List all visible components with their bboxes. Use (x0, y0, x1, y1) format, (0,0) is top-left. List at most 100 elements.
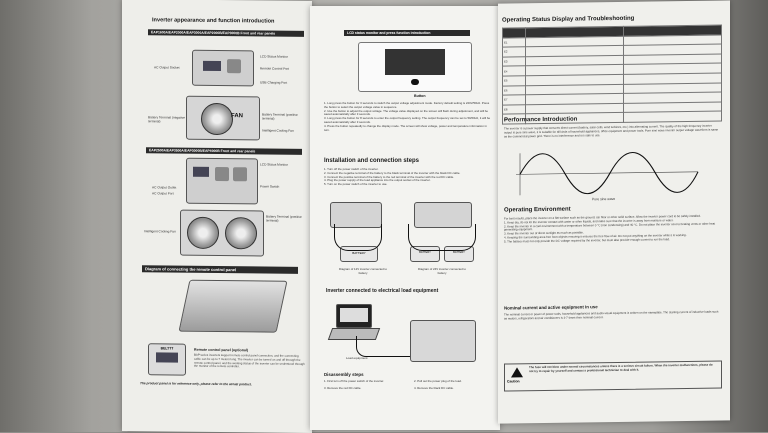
perf-title: Performance Introduction (504, 116, 578, 124)
inverter-load-image (410, 320, 476, 362)
lcd-screen-2 (193, 166, 209, 177)
diagram-24v-caption: Diagram of 24V inverter connected to bat… (418, 267, 466, 275)
inverter-front-image (192, 49, 254, 87)
step-3: 3. Long press the button for 8 seconds t… (324, 116, 491, 124)
code-cell: E3 (502, 56, 526, 67)
ac-socket-3 (233, 167, 247, 182)
install-step-3: 3. Connect the positive terminal of the … (324, 174, 454, 179)
caution-icon (511, 367, 523, 378)
inverter-rear-image: FAN (186, 95, 260, 141)
disassembly-1: 1. First turn off the power switch of th… (324, 379, 385, 383)
label-battery-pos: Battery Terminal (positive terminal) (262, 112, 298, 121)
ac-socket-2 (215, 166, 229, 182)
load-title-3: Nominal current and active equipment in … (504, 304, 598, 311)
label-lcd-2: LCD Status Monitor (260, 162, 288, 167)
caution-label: Caution (507, 379, 520, 384)
panel2-title: LCD status monitor and press function in… (344, 30, 470, 36)
remote-brand: BELTTT (160, 346, 174, 351)
install-step-2: 2. Connect the negative terminal of the … (324, 170, 461, 175)
load-cable (356, 336, 411, 357)
panel1-title: Inverter appearance and function introdu… (152, 17, 275, 25)
inverter-12v-image (330, 202, 382, 228)
panel1-band-remote: Diagram of connecting the remote control… (142, 265, 298, 274)
cable-24v (408, 224, 476, 251)
label-power-switch: Power Switch (260, 184, 280, 189)
code-cell: E7 (502, 94, 526, 105)
label-cooling-fan: Intelligent Cooling Fan (262, 128, 294, 133)
step-2: 2. Use the button to adjust the output v… (324, 108, 489, 117)
panel1-band-middle: EAP2500A/EAP3500A/EAP3000B/EAP4000B Fron… (146, 147, 302, 155)
code-cell: E8 (502, 104, 526, 115)
code-cell: E2 (502, 46, 526, 57)
install-step-4: 4. Plug the power supply of the load app… (324, 178, 431, 183)
code-cell: E5 (502, 75, 526, 86)
manual-panel-middle: LCD status monitor and press function in… (310, 6, 500, 430)
wave-label: Pure sine wave (592, 196, 616, 202)
label-lcd: LCD Status Monitor (260, 54, 288, 59)
fan-icon (201, 102, 233, 136)
inverter-front-image-2 (186, 157, 258, 205)
battery-label-a: BATTERY (419, 251, 431, 254)
env-item: 5. The battery must not only provide the… (504, 237, 670, 244)
button-indicator (411, 79, 419, 85)
env-list: For best results, place the inverter on … (504, 214, 720, 245)
install-title: Installation and connection steps (324, 158, 420, 164)
status-table: E1 E2 E3 E4 E5 E6 E7 E8 E9 (502, 24, 722, 124)
inverter-24v-image (414, 202, 472, 228)
disassembly-title: Disassembly steps (324, 372, 364, 377)
label-ac-output: AC Output Socket (154, 65, 180, 70)
manual-panel-left: Inverter appearance and function introdu… (122, 0, 312, 433)
laptop-image (336, 304, 372, 328)
disassembly-3: 3. Remove the red DC cable. (324, 386, 362, 390)
diagram-12v-caption: Diagram of 12V inverter connected to bat… (339, 267, 387, 275)
cable-12v (334, 224, 382, 251)
panel3-title: Operating Status Display and Troubleshoo… (502, 15, 635, 24)
panel1-band-top: EAP1600A/EAP2000A/EAP3000A/EAP2000B/EAP3… (148, 29, 304, 37)
battery-label-b: BATTERY (453, 251, 465, 254)
lcd-display (385, 49, 445, 75)
load-text-3: The nominal current or power of power to… (504, 309, 719, 321)
install-steps: 1. Turn off the power switch of the inve… (324, 167, 492, 187)
step-4: 4. Press the button repeatedly to change… (324, 123, 487, 132)
label-battery-pos-2: Battery Terminal (positive terminal) (266, 214, 302, 223)
env-title: Operating Environment (504, 206, 571, 214)
battery-label: BATTERY (352, 251, 366, 255)
fan-icon-left (187, 216, 219, 250)
label-ac-outlet: AC Output Outlet (152, 185, 177, 190)
panel2-steps: 1. Long press the button for 3 seconds t… (324, 101, 492, 132)
panel1-footnote: The product panel is for reference only,… (140, 381, 252, 387)
disassembly-2: 2. Pull out the power plug of the load. (414, 379, 462, 383)
load-title: Inverter connected to electrical load eq… (326, 288, 439, 294)
code-cell: E1 (502, 37, 526, 48)
caution-text: The fuse will not blow under normal circ… (529, 362, 713, 373)
remote-heading: Remote control panel (optional) (194, 347, 249, 353)
label-battery-neg: Battery Terminal (negative terminal) (148, 115, 185, 124)
code-cell: E6 (502, 85, 526, 96)
install-step-5: 5. Turn on the power switch of the inver… (324, 182, 388, 187)
remote-text: BAP series inverters support remote cont… (194, 352, 305, 369)
inverter-side-image (178, 279, 288, 333)
sine-wave-diagram (516, 152, 699, 196)
fan-label: FAN (231, 113, 243, 120)
fan-icon-right (225, 217, 257, 250)
install-step-1: 1. Turn off the power switch of the inve… (324, 167, 379, 171)
disassembly-4: 4. Remove the black DC cable. (414, 386, 454, 390)
remote-control-image: BELTTT (148, 343, 186, 376)
label-cooling-fan-2: Intelligent Cooling Fan (144, 229, 176, 234)
step-1: 1. Long press the button for 3 seconds t… (324, 101, 490, 109)
label-remote-port: Remote Control Port (260, 66, 290, 71)
wave-axis-x (516, 171, 698, 175)
button-label: Button (414, 94, 426, 98)
ac-socket (227, 59, 241, 74)
label-ac-port: AC Output Port (152, 191, 174, 196)
remote-screen (156, 352, 178, 363)
lcd-diagram (358, 42, 472, 92)
label-usb: USB Charging Port (260, 80, 288, 85)
inverter-rear-image-2 (180, 209, 264, 257)
load-equipment-label: Load equipment (346, 356, 368, 360)
laptop-screen (340, 308, 368, 322)
manual-panel-right: Operating Status Display and Troubleshoo… (498, 0, 730, 424)
lcd-screen (203, 60, 221, 72)
perf-text: The inverter is a power supply that conv… (504, 123, 719, 139)
sine-wave (519, 152, 699, 194)
